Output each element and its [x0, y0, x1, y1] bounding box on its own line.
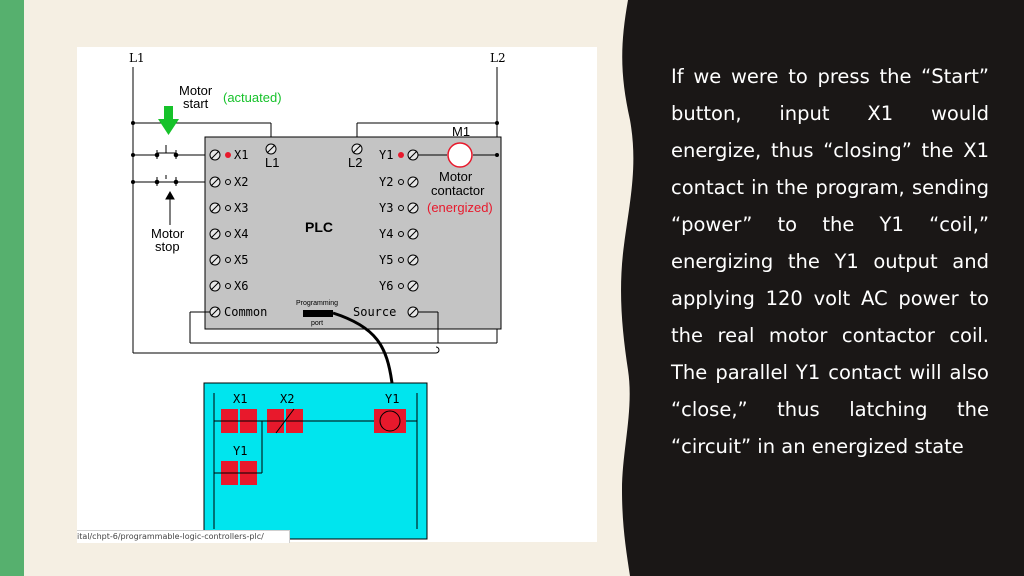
explanation-text: If we were to press the “Start” button, … [671, 65, 989, 458]
output-y4: Y4 [379, 227, 393, 241]
input-x3: X3 [234, 201, 248, 215]
actuation-arrow-icon [158, 106, 179, 135]
start-pushbutton [133, 145, 206, 159]
accent-bar [0, 0, 24, 576]
x1-indicator-led [225, 152, 231, 158]
plc-diagram: L1 L2 [77, 47, 597, 543]
motor-stop-label-2: stop [155, 239, 180, 254]
programming-port-label-2: port [311, 320, 323, 327]
input-x2: X2 [234, 175, 248, 189]
output-source: Source [353, 305, 396, 319]
programming-cable [332, 311, 394, 384]
motor-start-label-2: start [183, 96, 209, 111]
motor-stop-label-1: Motor [151, 226, 185, 241]
motor-contactor-label-2: contactor [431, 183, 485, 198]
energized-label: (energized) [427, 200, 493, 215]
motor-contactor-coil-icon [447, 142, 473, 168]
rail-l1-label: L1 [129, 51, 145, 65]
plc-body [204, 136, 502, 330]
input-x4: X4 [234, 227, 248, 241]
ladder-label-x1: X1 [233, 392, 247, 406]
output-y5: Y5 [379, 253, 393, 267]
coil-label-m1: M1 [452, 124, 470, 139]
output-y2: Y2 [379, 175, 393, 189]
terminal-l1-label: L1 [265, 155, 279, 170]
text-panel [618, 0, 1024, 576]
motor-contactor-label-1: Motor [439, 169, 473, 184]
input-x6: X6 [234, 279, 248, 293]
y1-indicator-led [398, 152, 404, 158]
output-y3: Y3 [379, 201, 393, 215]
output-y1: Y1 [379, 148, 393, 162]
output-y6: Y6 [379, 279, 393, 293]
input-x5: X5 [234, 253, 248, 267]
rail-l2-label: L2 [490, 51, 506, 65]
ladder-contact-x1 [221, 409, 257, 433]
input-x1: X1 [234, 148, 248, 162]
plc-label: PLC [305, 219, 333, 235]
actuated-label: (actuated) [223, 90, 282, 105]
ladder-label-y1: Y1 [385, 392, 399, 406]
ladder-label-x2: X2 [280, 392, 294, 406]
input-common: Common [224, 305, 267, 319]
ladder-coil-y1 [374, 409, 406, 433]
ladder-contact-x2 [267, 408, 303, 434]
stop-pushbutton [133, 175, 206, 225]
programming-port-label-1: Programming [296, 300, 338, 307]
ladder-label-y1-parallel: Y1 [233, 444, 247, 458]
ladder-contact-y1-parallel [221, 461, 257, 485]
source-url: ital/chpt-6/programmable-logic-controlle… [77, 530, 290, 543]
terminal-l2-label: L2 [348, 155, 362, 170]
programming-port [303, 310, 333, 317]
motor-start-label-1: Motor [179, 83, 213, 98]
